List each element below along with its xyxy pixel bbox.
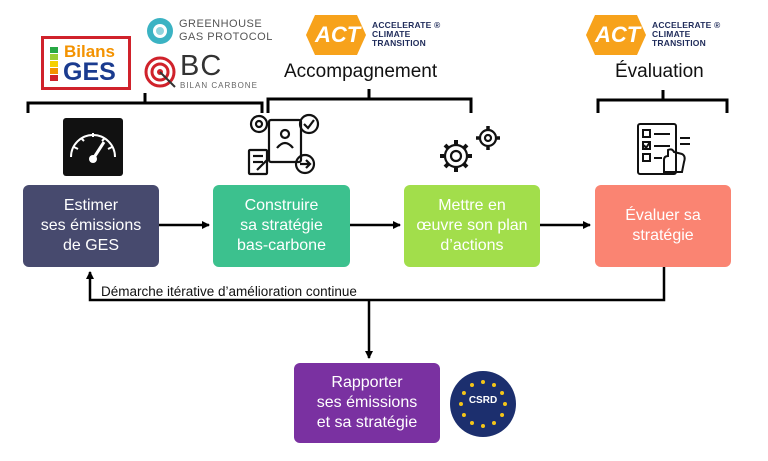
step-mettre-label: Mettre en œuvre son plan d’actions — [416, 197, 528, 254]
ghg-line2: GAS PROTOCOL — [179, 31, 273, 43]
eu-star-icon — [481, 380, 485, 384]
act-badge-label: ACT — [315, 22, 361, 47]
step-construire: Construire sa stratégie bas-carbone — [213, 185, 350, 267]
eu-star-icon — [461, 413, 466, 417]
eu-star-icon — [500, 391, 505, 395]
bilans-ges-logo: Bilans GES — [41, 36, 131, 90]
csrd-label: CSRD — [468, 395, 498, 406]
strategy-icon — [247, 113, 320, 176]
eu-star-icon — [470, 382, 474, 387]
ghg-line1: GREENHOUSE — [179, 18, 263, 30]
section-accompagnement: Accompagnement — [284, 61, 438, 82]
checklist-icon — [637, 123, 690, 175]
act-badge-icon-2 — [586, 15, 646, 55]
act-text-2: ACCELERATE ® CLIMATE TRANSITION — [652, 20, 721, 48]
eu-star-icon — [481, 424, 485, 428]
bc-sub: BILAN CARBONE — [180, 81, 258, 90]
bracket-accompagnement — [266, 97, 473, 113]
section-evaluation: Évaluation — [615, 61, 704, 82]
eu-star-icon — [500, 413, 505, 417]
eu-star-icon — [461, 391, 466, 395]
eu-star-icon — [492, 382, 496, 387]
gears-icon — [440, 126, 500, 172]
loop-label: Démarche itérative d’amélioration contin… — [101, 284, 357, 299]
step-evaluer-label: Évaluer sa stratégie — [625, 207, 701, 244]
step-rapporter-label: Rapporter ses émissions et sa stratégie — [316, 374, 418, 431]
bc-mark: BC — [180, 50, 223, 82]
bracket-left — [26, 101, 264, 113]
act-badge-icon — [306, 15, 366, 55]
act-text: ACCELERATE ® CLIMATE TRANSITION — [372, 20, 441, 48]
step-estimer-label: Estimer ses émissions de GES — [40, 197, 142, 254]
step-evaluer: Évaluer sa stratégie — [595, 185, 731, 267]
eu-star-icon — [492, 421, 496, 426]
csrd-eu-stars-icon — [450, 371, 516, 437]
ges-label: GES — [63, 58, 116, 86]
loop-line — [86, 266, 666, 302]
eu-star-icon — [503, 402, 507, 406]
step-rapporter: Rapporter ses émissions et sa stratégie — [294, 363, 440, 443]
step-construire-label: Construire sa stratégie bas-carbone — [237, 197, 326, 254]
bilans-bars-icon — [50, 47, 58, 83]
bilan-carbone-target-icon — [144, 56, 176, 88]
bracket-evaluation — [596, 98, 729, 113]
eu-star-icon — [470, 421, 474, 426]
step-mettre: Mettre en œuvre son plan d’actions — [404, 185, 540, 267]
bilans-label: Bilans — [64, 42, 116, 61]
ghg-protocol-icon — [147, 18, 173, 44]
eu-star-icon — [459, 402, 463, 406]
gauge-icon — [63, 118, 123, 176]
act-badge-label-2: ACT — [595, 22, 641, 47]
step-estimer: Estimer ses émissions de GES — [23, 185, 159, 267]
